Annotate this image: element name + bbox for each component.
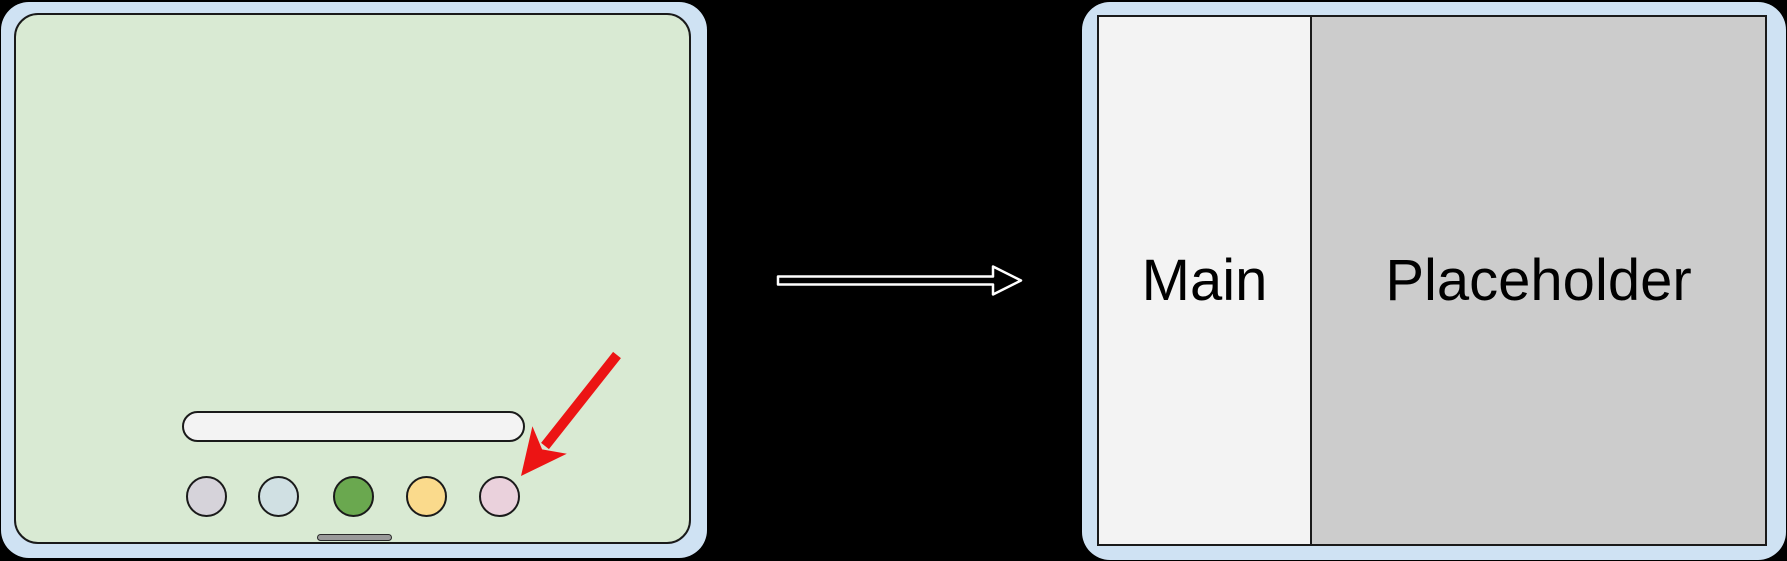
dock-app-icon-3[interactable] xyxy=(333,476,374,517)
dock-app-icon-4[interactable] xyxy=(406,476,447,517)
transition-arrow-icon xyxy=(776,265,1023,296)
left-tablet-home-screen xyxy=(14,13,691,544)
dock-app-icon-1[interactable] xyxy=(186,476,227,517)
main-panel: Main xyxy=(1099,17,1312,544)
dock-app-icon-5[interactable] xyxy=(479,476,520,517)
home-indicator-bar xyxy=(317,534,392,541)
placeholder-panel-label: Placeholder xyxy=(1385,248,1692,313)
placeholder-panel: Placeholder xyxy=(1312,17,1765,544)
main-panel-label: Main xyxy=(1141,248,1268,313)
dock-app-icon-2[interactable] xyxy=(258,476,299,517)
right-tablet-split-screen: Main Placeholder xyxy=(1097,15,1767,546)
search-bar[interactable] xyxy=(182,411,525,442)
